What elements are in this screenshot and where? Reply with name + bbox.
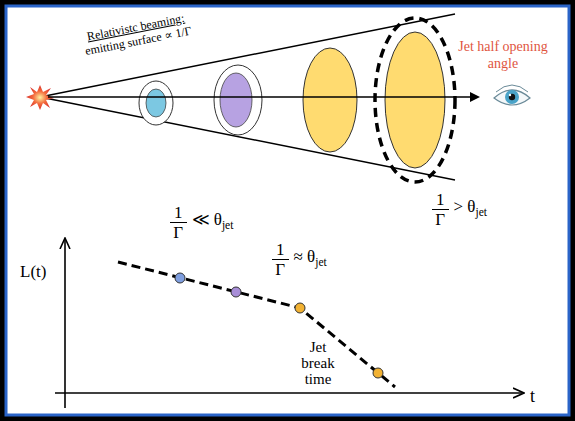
data-point: [175, 273, 185, 283]
fraction: 1Γ: [170, 203, 187, 242]
light-curve: [118, 262, 395, 387]
fraction-denominator: Γ: [435, 210, 445, 229]
y-axis: [64, 240, 66, 408]
emitting-ellipse: [385, 32, 445, 168]
angle-label-box: Jet half opening angle: [447, 38, 559, 72]
break-label-box: Jet break time: [295, 339, 341, 387]
beaming-ellipse: [214, 65, 262, 135]
fraction: 1Γ: [432, 190, 449, 229]
relation-symbol: ≪ θ: [192, 210, 222, 229]
data-point: [231, 287, 241, 297]
relation-symbol: > θ: [454, 197, 476, 216]
break-label: Jet break time: [301, 339, 334, 387]
emitting-ellipse: [146, 89, 166, 117]
emitting-ellipse: [220, 73, 252, 127]
dashed-ellipse: [375, 18, 455, 182]
fraction-denominator: Γ: [173, 223, 183, 242]
condition-label: 1Γ≈ θjet: [272, 240, 327, 279]
jet-axis: [48, 96, 478, 98]
eye-icon: [494, 85, 530, 105]
panel: [6, 6, 569, 415]
fraction-numerator: 1: [272, 240, 289, 260]
fraction-denominator: Γ: [275, 260, 285, 279]
emitting-ellipse: [303, 48, 357, 152]
data-point: [295, 303, 305, 313]
condition-label: 1Γ≪ θjet: [170, 203, 233, 242]
data-point: [373, 368, 383, 378]
relation: ≈ θjet: [294, 247, 327, 272]
beaming-ellipse: [139, 81, 173, 125]
condition-label: 1Γ> θjet: [432, 190, 487, 229]
x-axis: [55, 392, 522, 394]
subscript: jet: [222, 219, 234, 232]
fraction-numerator: 1: [170, 203, 187, 223]
subscript: jet: [315, 256, 327, 269]
fraction: 1Γ: [272, 240, 289, 279]
axis-label: L(t): [20, 262, 46, 282]
relation: > θjet: [454, 197, 488, 222]
fraction-numerator: 1: [432, 190, 449, 210]
relation: ≪ θjet: [192, 210, 234, 235]
relation-symbol: ≈ θ: [294, 247, 316, 266]
axis-label: t: [530, 386, 535, 407]
angle-label: Jet half opening angle: [458, 39, 547, 71]
subscript: jet: [475, 206, 487, 219]
